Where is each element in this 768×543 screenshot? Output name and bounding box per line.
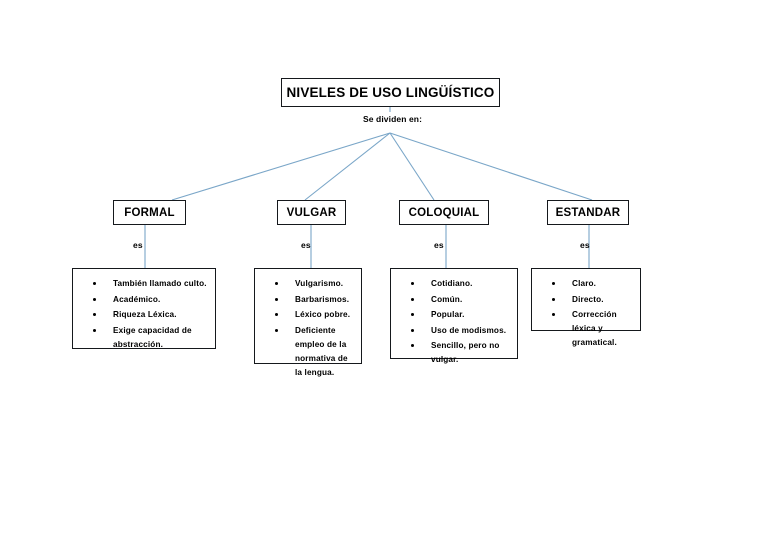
list-item: Deficiente empleo de la normativa de la … (263, 324, 355, 380)
connector-label-coloquial: es (434, 240, 444, 250)
node-vulgar-label: VULGAR (286, 206, 337, 219)
node-coloquial-label: COLOQUIAL (408, 206, 480, 219)
list-item: Exige capacidad de abstracción. (81, 324, 209, 352)
list-item: Claro. (540, 277, 634, 291)
list-item: Vulgarismo. (263, 277, 355, 291)
connector-label-estandar: es (580, 240, 590, 250)
node-formal-label: FORMAL (124, 206, 175, 219)
list-item: Directo. (540, 293, 634, 307)
list-item: También llamado culto. (81, 277, 209, 291)
list-item: Barbarismos. (263, 293, 355, 307)
node-estandar: ESTANDAR (547, 200, 629, 225)
connector-label-vulgar: es (301, 240, 311, 250)
list-item: Común. (399, 293, 511, 307)
list-item: Léxico pobre. (263, 308, 355, 322)
node-estandar-label: ESTANDAR (555, 206, 621, 219)
edge-hub-to-formal (171, 132, 391, 201)
list-item: Uso de modismos. (399, 324, 511, 338)
connector-label-formal: es (133, 240, 143, 250)
node-formal: FORMAL (113, 200, 186, 225)
edge-hub-to-coloquial (389, 132, 435, 201)
list-item: Popular. (399, 308, 511, 322)
detail-box-coloquial: Cotidiano. Común.Popular. Uso de modismos.… (390, 268, 518, 364)
list-item: Cotidiano. (399, 277, 511, 291)
list-item: Académico. (81, 293, 209, 307)
diagram-title-text: NIVELES DE USO LINGÜÍSTICO (286, 85, 495, 100)
list-item: Riqueza Léxica. (81, 308, 209, 322)
detail-list-vulgar: Vulgarismo. Barbarismos.Léxico pobre. Defi… (263, 277, 355, 380)
edge-hub-to-vulgar (304, 132, 391, 201)
list-item: Sencillo, pero no vulgar. (399, 339, 511, 367)
root-connector-label: Se dividen en: (363, 114, 423, 124)
node-coloquial: COLOQUIAL (399, 200, 489, 225)
detail-box-formal: También llamado culto. Académico.Riqueza … (72, 268, 216, 349)
node-vulgar: VULGAR (277, 200, 346, 225)
detail-box-vulgar: Vulgarismo. Barbarismos.Léxico pobre. Defi… (254, 268, 362, 377)
diagram-title-box: NIVELES DE USO LINGÜÍSTICO (281, 78, 500, 107)
detail-box-estandar: Claro. Directo.Corrección léxica y gramat… (531, 268, 641, 347)
list-item: Corrección léxica y gramatical. (540, 308, 634, 350)
detail-list-estandar: Claro. Directo.Corrección léxica y gramat… (540, 277, 634, 350)
detail-list-coloquial: Cotidiano. Común.Popular. Uso de modismos.… (399, 277, 511, 367)
edge-hub-to-estandar (389, 132, 593, 201)
detail-list-formal: También llamado culto. Académico.Riqueza … (81, 277, 209, 352)
